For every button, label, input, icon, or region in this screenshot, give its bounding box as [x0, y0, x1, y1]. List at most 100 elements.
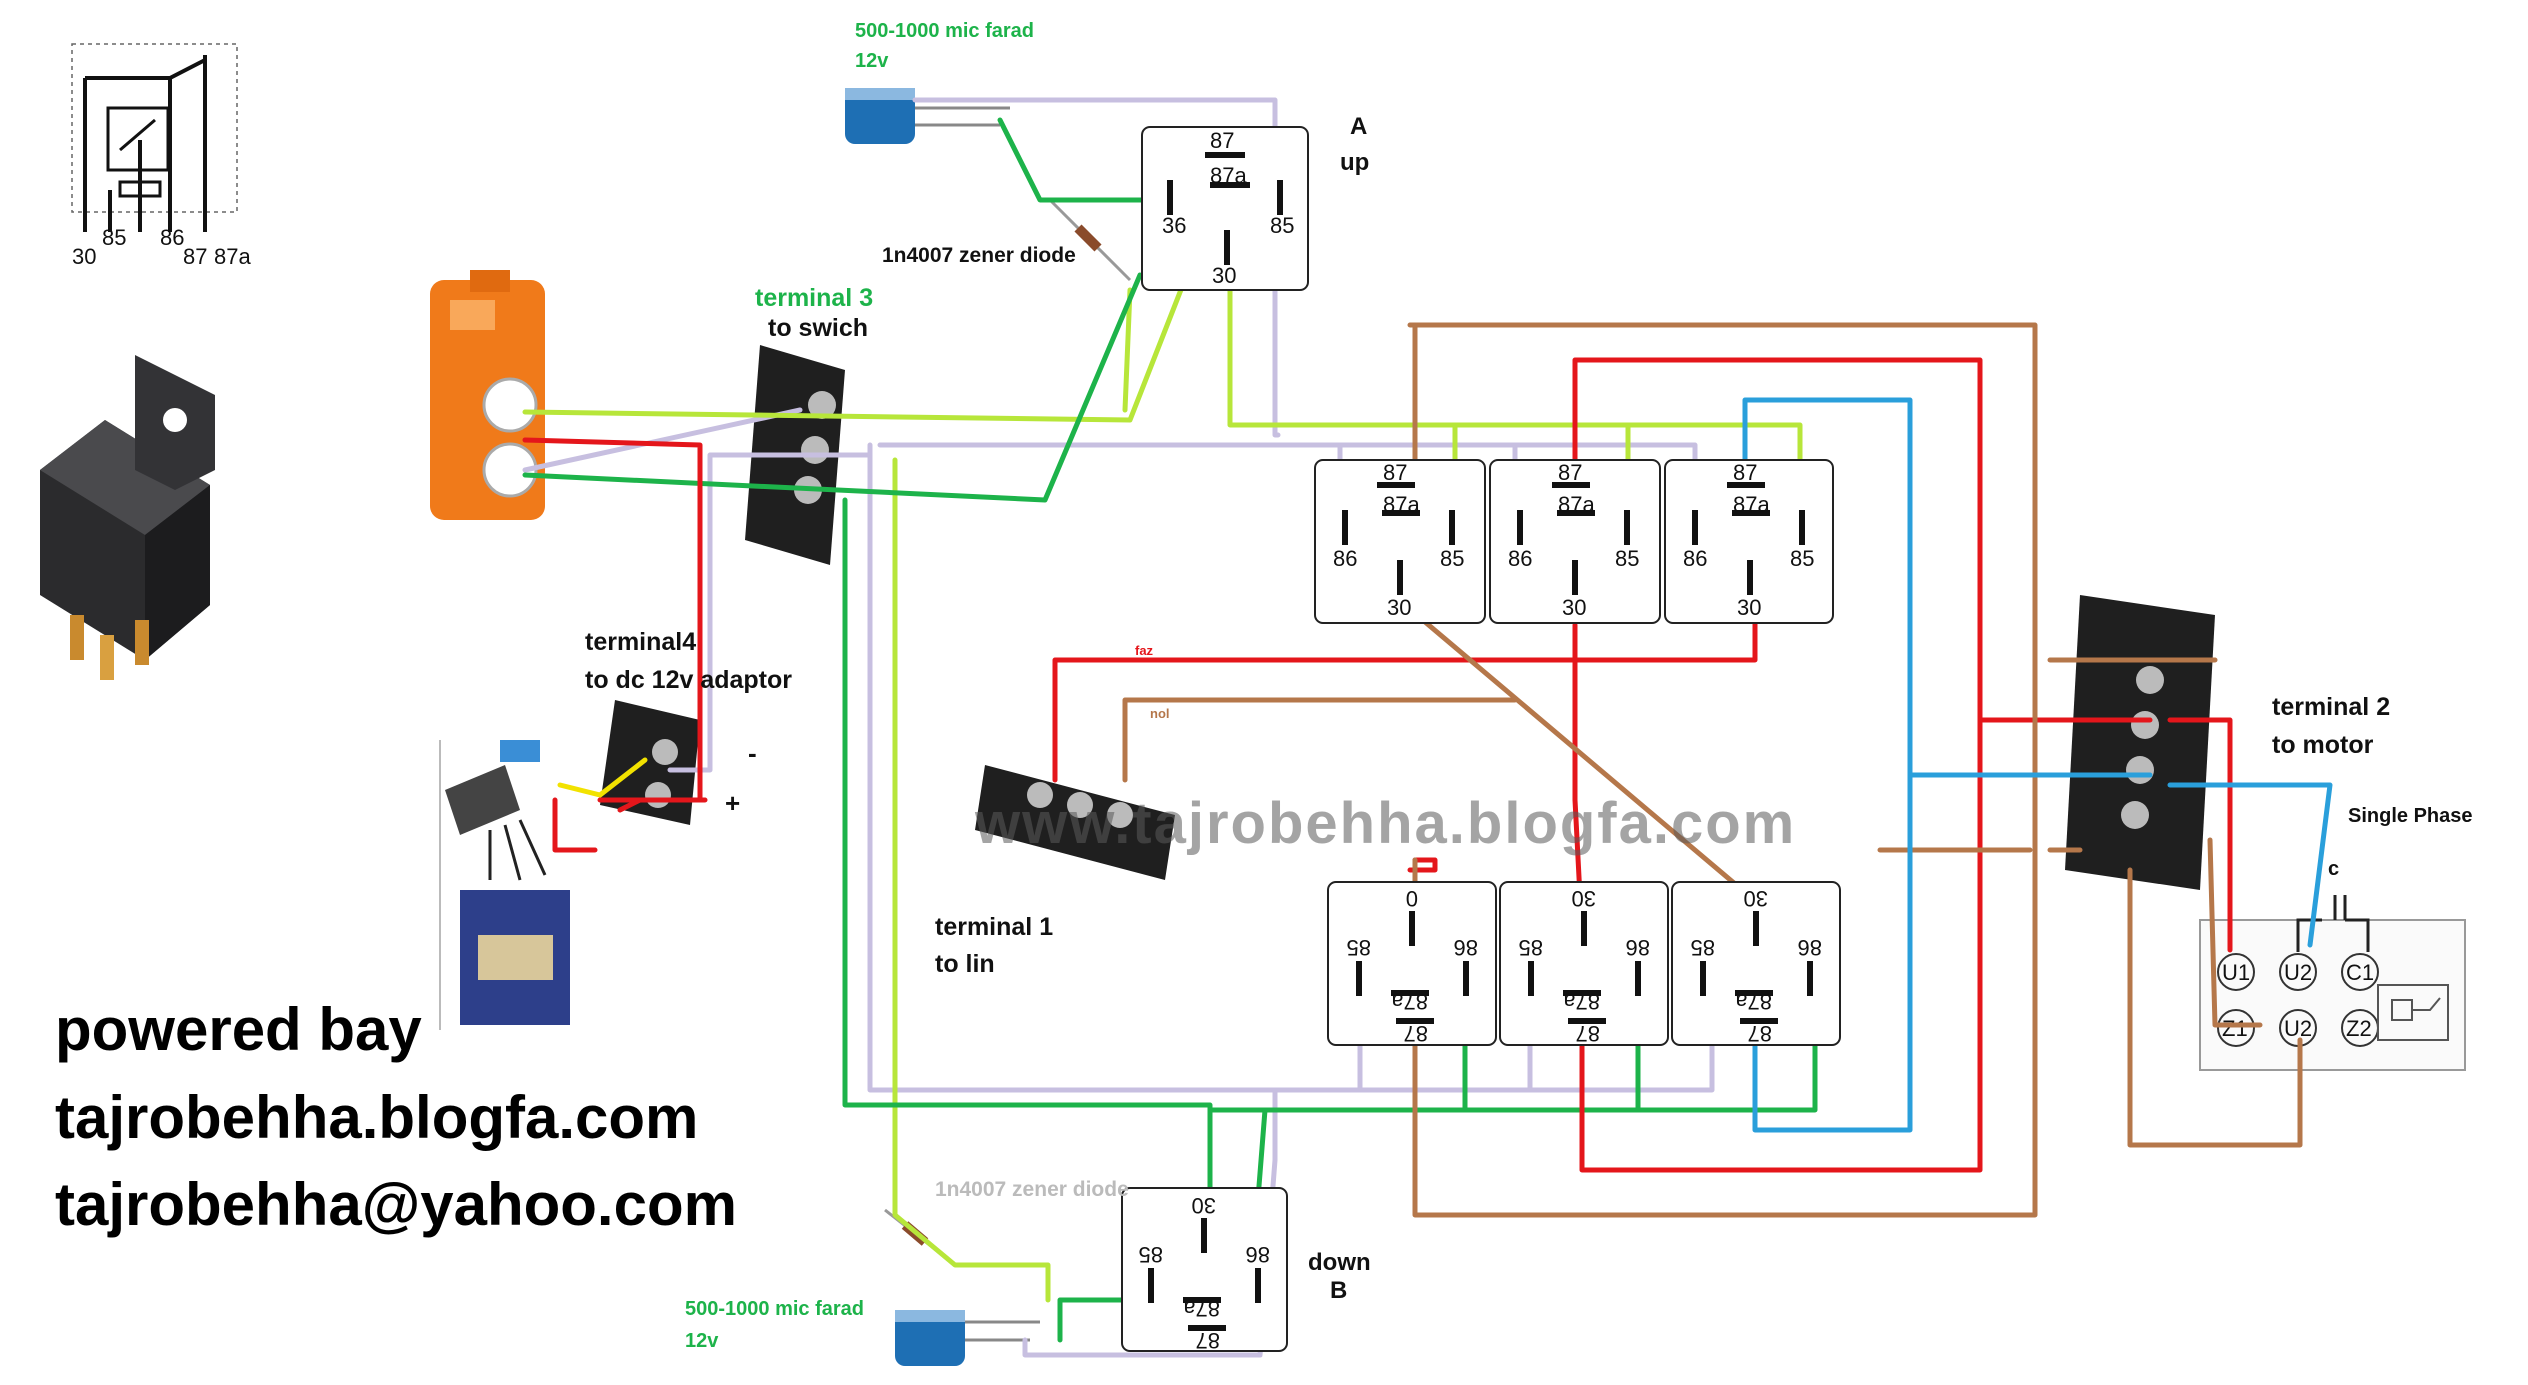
terminal1-block [975, 765, 1175, 880]
svg-text:87: 87 [1576, 1021, 1600, 1046]
relay-lower-3: 87 87a 86 85 30 [1671, 881, 1841, 1046]
relay-a-pin30: 30 [1212, 263, 1236, 288]
svg-text:87a: 87a [1733, 492, 1770, 517]
relay-a-pin87a: 87a [1210, 163, 1247, 188]
svg-text:86: 86 [1333, 546, 1357, 571]
motor-capacitor-symbol [2296, 895, 2370, 952]
svg-text:Z2: Z2 [2346, 1016, 2372, 1041]
plus-label: + [725, 788, 740, 818]
relay-a-sublabel: up [1340, 149, 1369, 176]
relay-a-pin86: 36 [1162, 213, 1186, 238]
credit-powered-by: powered bay [55, 996, 422, 1063]
motor-terminal-u1: U1 [2217, 953, 2255, 991]
svg-text:30: 30 [1572, 886, 1596, 911]
diode-top-label: 1n4007 zener diode [882, 244, 1076, 267]
cap-top-label-1: 500-1000 mic farad [855, 20, 1034, 42]
legend-pin-85: 85 [102, 225, 126, 250]
svg-text:30: 30 [1562, 595, 1586, 620]
svg-text:87: 87 [1558, 460, 1582, 485]
svg-text:85: 85 [1615, 546, 1639, 571]
motor-cap-label: c [2328, 858, 2339, 880]
svg-text:C1: C1 [2346, 960, 2374, 985]
relay-b-label: down [1308, 1249, 1371, 1276]
adaptor-components [439, 740, 570, 1030]
relay-a-pin87: 87 [1210, 128, 1234, 153]
capacitor-top [845, 88, 1010, 144]
svg-text:86: 86 [1246, 1242, 1270, 1267]
cap-top-label-2: 12v [855, 50, 889, 72]
capacitor-bottom [895, 1310, 1040, 1366]
pendant-switch-photo [430, 270, 545, 520]
svg-text:30: 30 [1192, 1193, 1216, 1218]
motor-terminal-u2-top: U2 [2279, 953, 2317, 991]
legend-pin-30: 30 [72, 244, 96, 269]
minus-label: - [748, 738, 757, 768]
svg-text:85: 85 [1139, 1242, 1163, 1267]
legend-pin-86: 86 [160, 225, 184, 250]
motor-terminal-board: U1 U2 C1 Z1 U2 Z2 [2199, 895, 2466, 1071]
svg-text:87a: 87a [1383, 492, 1420, 517]
svg-text:86: 86 [1683, 546, 1707, 571]
svg-text:87: 87 [1748, 1021, 1772, 1046]
motor-terminal-z1: Z1 [2217, 1009, 2255, 1047]
svg-text:85: 85 [1790, 546, 1814, 571]
relay-a-label: A [1350, 113, 1367, 140]
single-phase-label: Single Phase [2348, 805, 2473, 827]
relay-a: 87 87a 36 85 30 [1141, 126, 1309, 291]
svg-text:87: 87 [1196, 1328, 1220, 1353]
relay-pinout-legend: 30 85 86 87 87a [71, 43, 251, 269]
terminal4-label: terminal4 [585, 628, 696, 656]
legend-pin-87a: 87a [214, 244, 251, 269]
svg-text:85: 85 [1440, 546, 1464, 571]
diode-top [1048, 198, 1132, 282]
relay-upper-1: 87 87a 86 85 30 [1314, 459, 1486, 624]
svg-text:85: 85 [1691, 935, 1715, 960]
svg-text:87a: 87a [1735, 989, 1772, 1014]
svg-text:U1: U1 [2222, 960, 2250, 985]
svg-text:30: 30 [1744, 886, 1768, 911]
svg-text:86: 86 [1626, 935, 1650, 960]
relay-lower-2: 87 87a 86 85 30 [1499, 881, 1669, 1046]
credit-blog-url: tajrobehha.blogfa.com [55, 1084, 699, 1151]
diode-bottom-label: 1n4007 zener diode [935, 1178, 1129, 1201]
svg-text:86: 86 [1454, 935, 1478, 960]
relay-upper-2: 87 87a 86 85 30 [1489, 459, 1661, 624]
terminal2-block [2065, 595, 2215, 890]
relay-lower-1: 87 87a 86 85 0 [1327, 881, 1497, 1046]
terminal4-sublabel: to dc 12v adaptor [585, 666, 792, 694]
cap-bottom-label-1: 500-1000 mic farad [685, 1298, 864, 1320]
svg-text:0: 0 [1406, 886, 1418, 911]
svg-text:86: 86 [1508, 546, 1532, 571]
svg-text:87: 87 [1383, 460, 1407, 485]
terminal2-sublabel: to motor [2272, 731, 2374, 759]
svg-text:85: 85 [1519, 935, 1543, 960]
svg-text:86: 86 [1798, 935, 1822, 960]
terminal4-block [600, 700, 700, 825]
relay-b: 87 87a 86 85 30 [1121, 1187, 1288, 1353]
terminal2-label: terminal 2 [2272, 693, 2390, 721]
svg-text:U2: U2 [2284, 1016, 2312, 1041]
faz-label: faz [1135, 643, 1154, 658]
relay-b-sublabel: B [1330, 1277, 1347, 1304]
svg-text:30: 30 [1737, 595, 1761, 620]
terminal3-sublabel: to swich [768, 314, 868, 342]
terminal1-label: terminal 1 [935, 913, 1053, 941]
legend-pin-87: 87 [183, 244, 207, 269]
svg-text:87a: 87a [1183, 1296, 1220, 1321]
cap-bottom-label-2: 12v [685, 1330, 719, 1352]
svg-text:Z1: Z1 [2222, 1016, 2248, 1041]
terminal3-label: terminal 3 [755, 284, 873, 312]
svg-text:87a: 87a [1558, 492, 1595, 517]
svg-text:87a: 87a [1563, 989, 1600, 1014]
watermark-text: www.tajrobehha.blogfa.com [975, 791, 1797, 856]
svg-text:87: 87 [1733, 460, 1757, 485]
relay-photo [40, 355, 215, 680]
svg-text:85: 85 [1347, 935, 1371, 960]
svg-text:30: 30 [1387, 595, 1411, 620]
credit-email: tajrobehha@yahoo.com [55, 1171, 737, 1238]
nol-label: nol [1150, 706, 1170, 721]
motor-terminal-c1: C1 [2341, 953, 2379, 991]
relay-a-pin85: 85 [1270, 213, 1294, 238]
terminal1-sublabel: to lin [935, 950, 995, 978]
